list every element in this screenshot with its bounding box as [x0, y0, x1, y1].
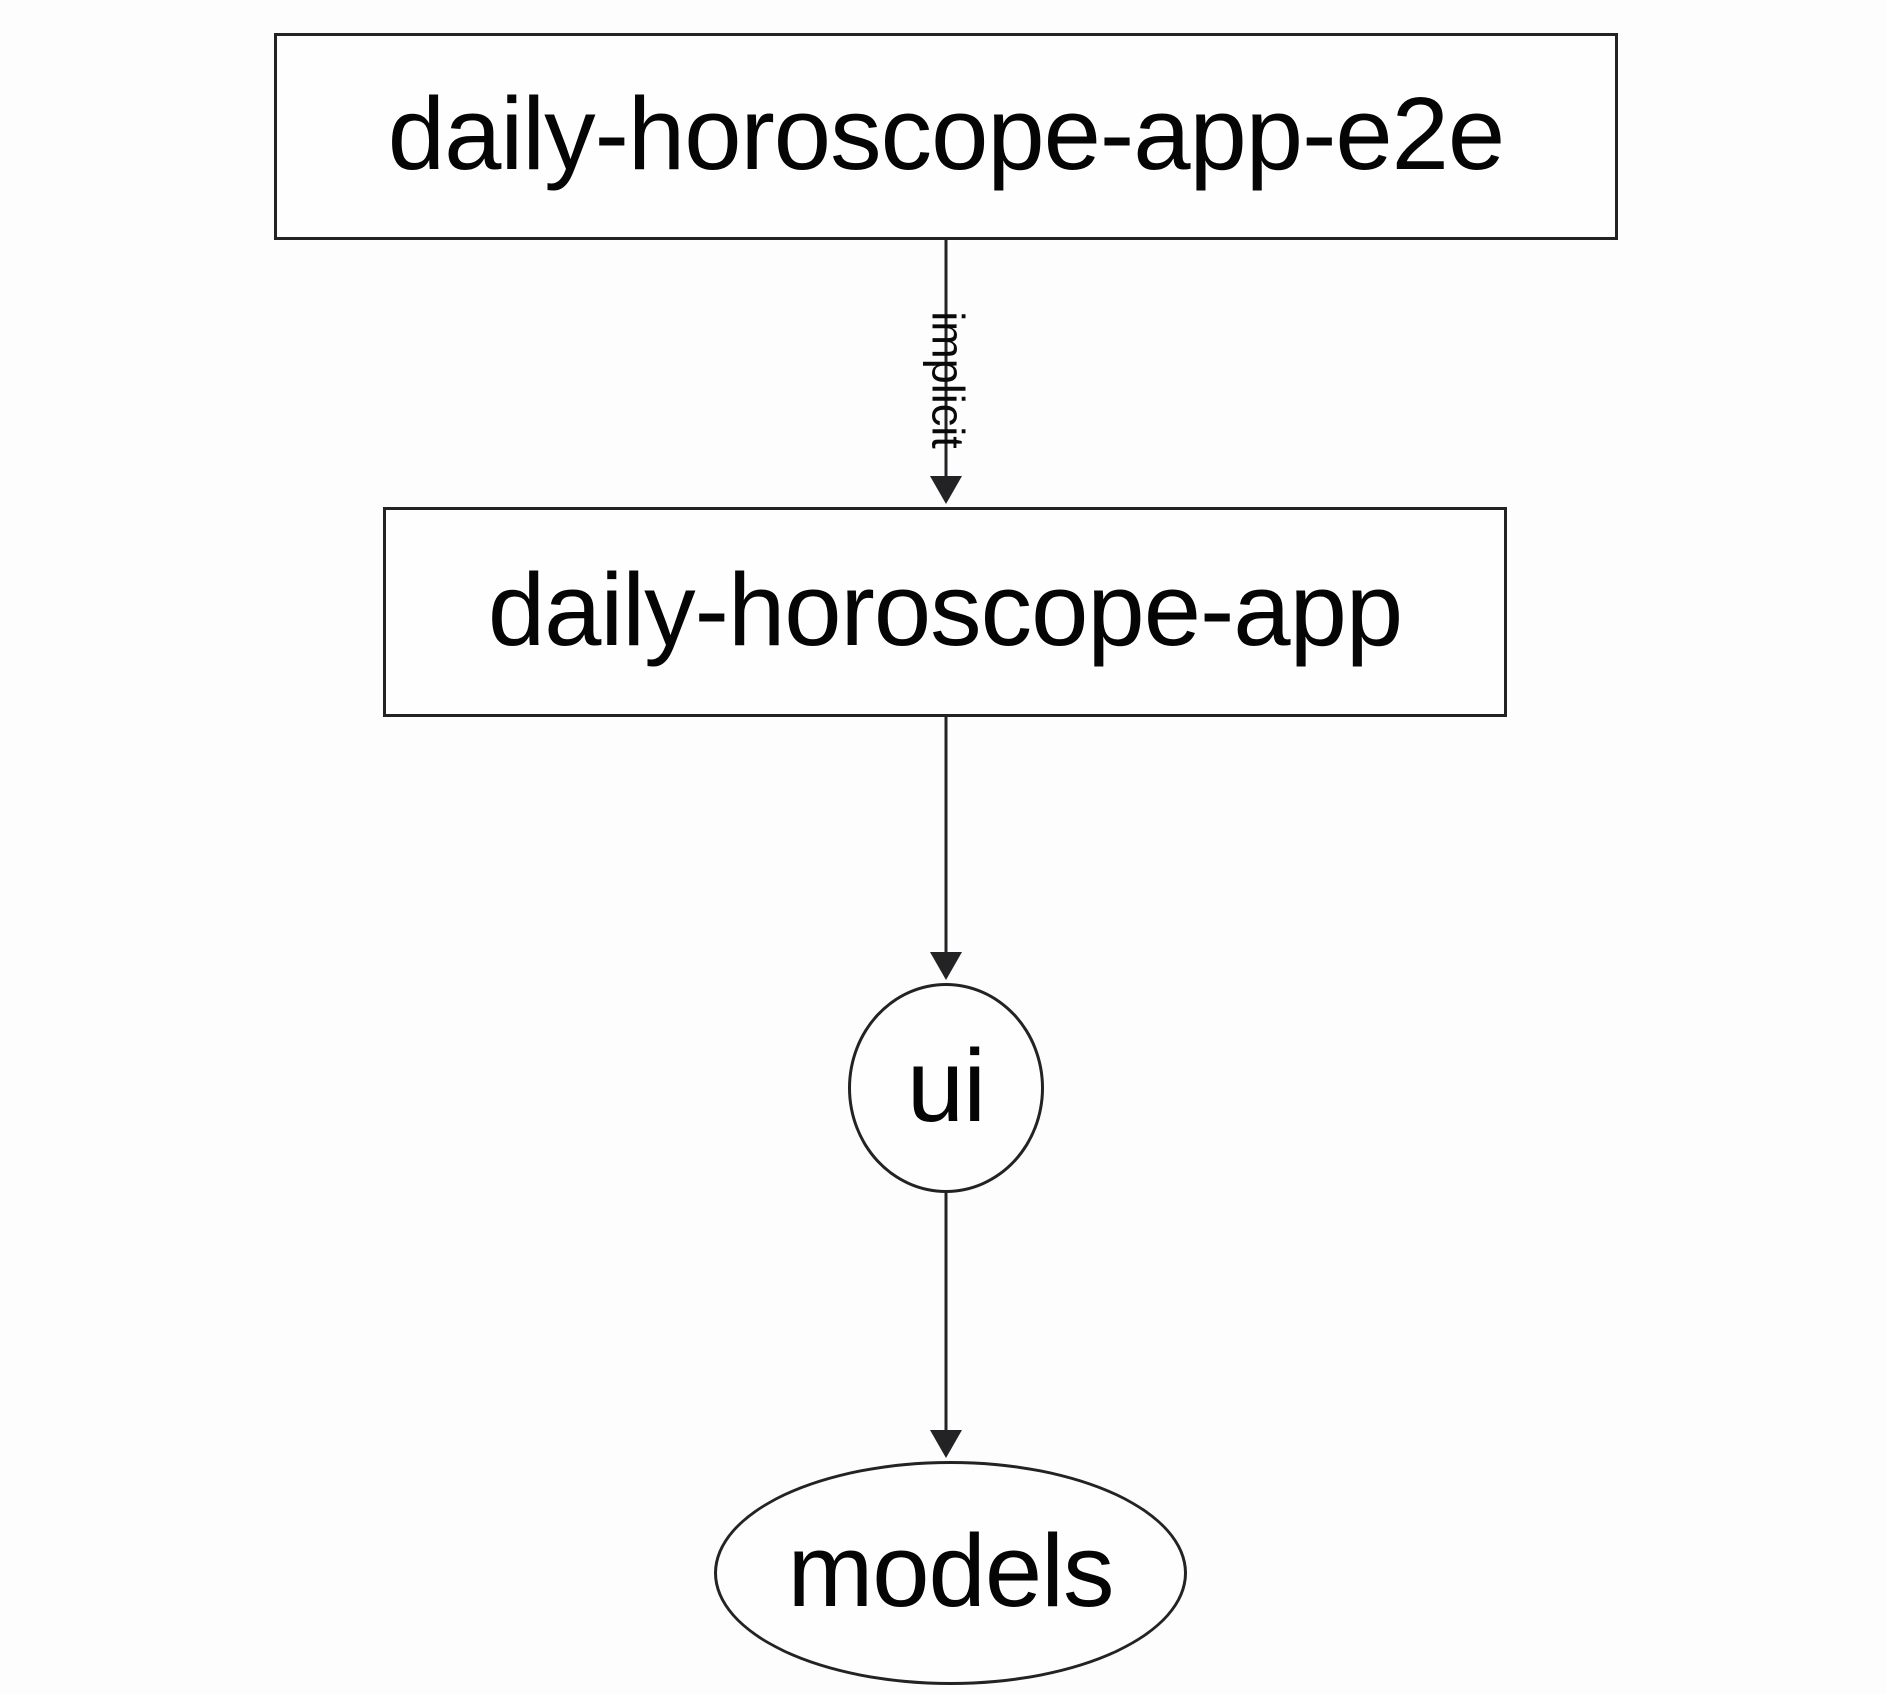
node-label: models: [787, 1512, 1114, 1628]
arrowhead-icon: [930, 952, 962, 980]
node-label: daily-horoscope-app-e2e: [387, 76, 1505, 191]
node-ui[interactable]: ui: [848, 983, 1044, 1193]
node-label: daily-horoscope-app: [487, 551, 1403, 667]
node-models[interactable]: models: [714, 1461, 1187, 1685]
arrowhead-icon: [930, 476, 962, 504]
arrowhead-icon: [930, 1430, 962, 1458]
node-label: ui: [906, 1027, 986, 1143]
node-daily-horoscope-app[interactable]: daily-horoscope-app: [383, 507, 1507, 717]
edge-ui-to-models: [930, 1193, 962, 1458]
node-daily-horoscope-app-e2e[interactable]: daily-horoscope-app-e2e: [274, 33, 1618, 240]
edge-app-to-ui: [930, 717, 962, 980]
edge-label-implicit: implicit: [922, 311, 974, 449]
